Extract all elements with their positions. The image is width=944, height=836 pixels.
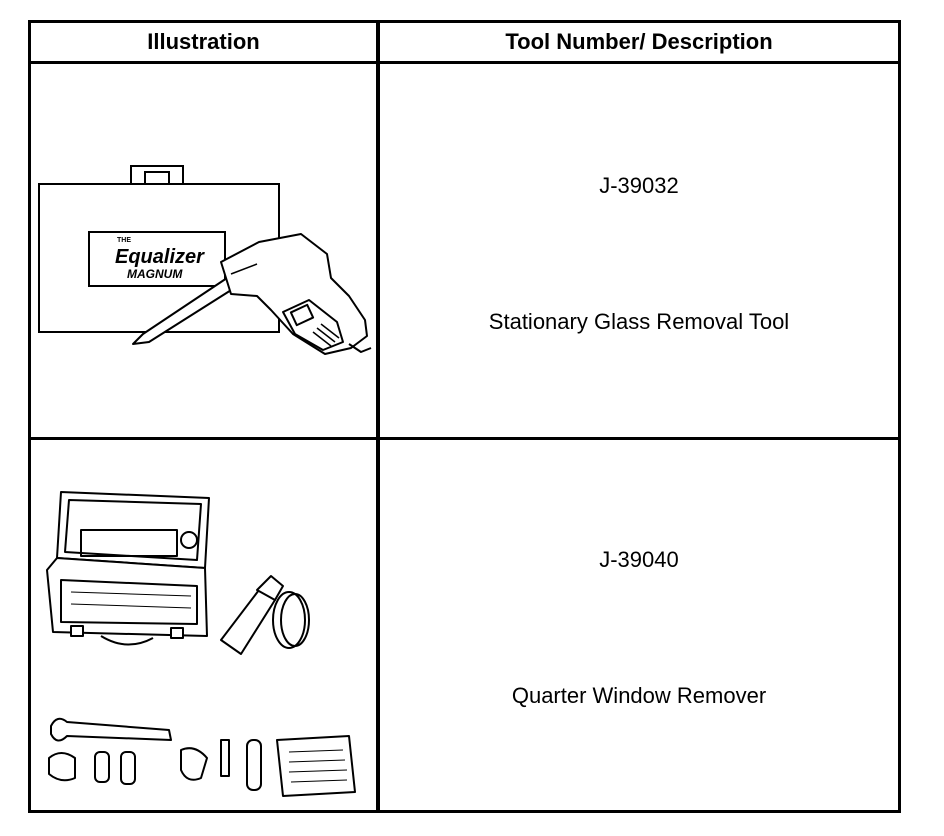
illustration-glass-removal-tool: THE Equalizer MAGNUM bbox=[31, 64, 376, 437]
logo-main-text: Equalizer bbox=[115, 246, 205, 268]
header-divider bbox=[31, 61, 898, 64]
header-tool-description: Tool Number/ Description bbox=[505, 29, 773, 54]
tool-number-j39040: J-39040 bbox=[599, 547, 679, 572]
glass-removal-tool-drawing: THE Equalizer MAGNUM bbox=[38, 165, 372, 355]
tool-number-j39032: J-39032 bbox=[599, 173, 679, 198]
quarter-window-remover-kit-drawing bbox=[46, 491, 356, 797]
row-divider bbox=[31, 437, 898, 440]
header-illustration: Illustration bbox=[147, 29, 260, 54]
logo-sub-text: MAGNUM bbox=[127, 267, 183, 281]
illustration-quarter-window-remover bbox=[31, 440, 376, 810]
tool-description-glass-removal: Stationary Glass Removal Tool bbox=[488, 309, 790, 334]
logo-small-text: THE bbox=[117, 237, 131, 244]
tools-table: Illustration Tool Number/ Description TH… bbox=[28, 20, 901, 813]
column-divider bbox=[376, 23, 380, 810]
tool-description-quarter-window: Quarter Window Remover bbox=[511, 683, 767, 708]
